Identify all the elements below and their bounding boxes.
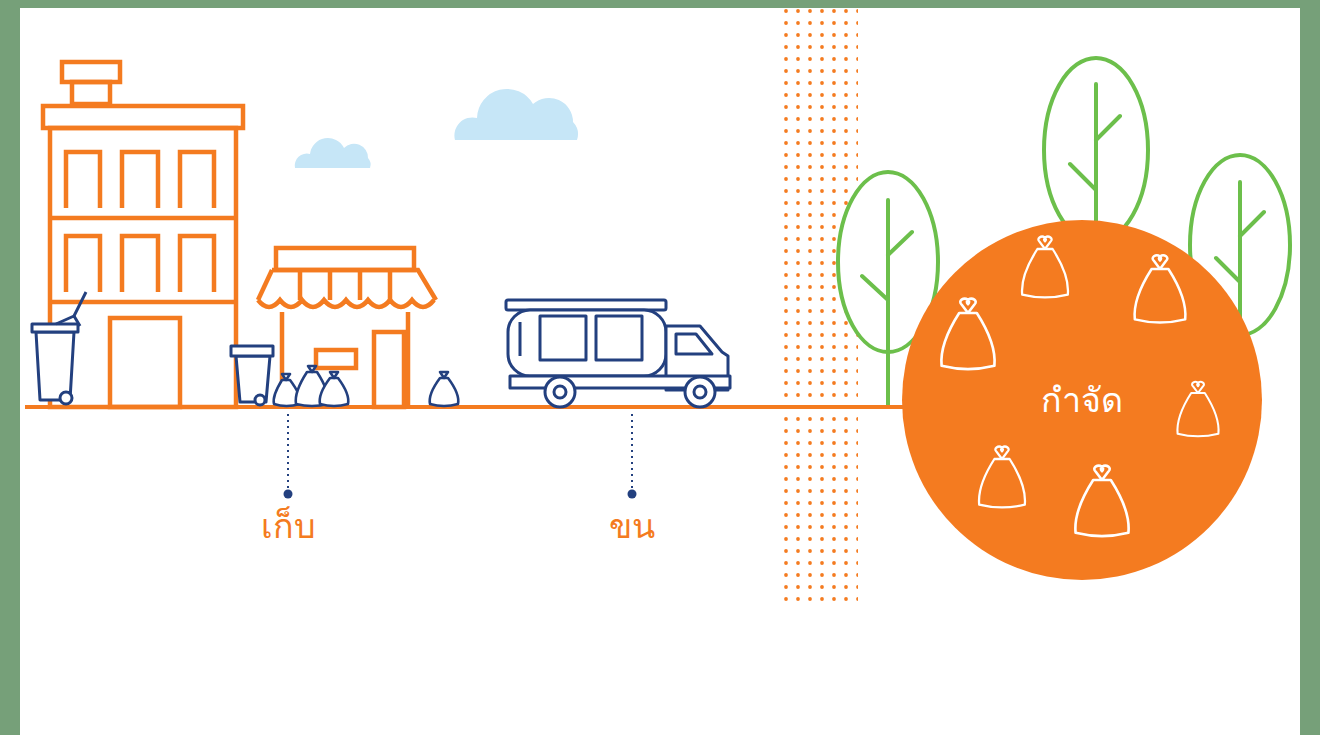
bag-knot (995, 447, 1008, 459)
bag-body (979, 459, 1025, 507)
garbage-truck (506, 300, 730, 407)
waste-bin (32, 292, 273, 405)
step-label: เก็บ (261, 506, 316, 547)
bag-knot (1192, 382, 1204, 393)
garbage-bag (274, 366, 459, 406)
garbage-bag (941, 299, 994, 369)
garbage-bag (1075, 466, 1128, 536)
garbage-bag (979, 447, 1025, 508)
step-label: ขน (609, 506, 655, 547)
bag-body (1177, 393, 1218, 436)
shop (258, 248, 436, 407)
cloud (295, 89, 578, 168)
node-text: กำจัด (1041, 380, 1123, 421)
bag-knot (960, 299, 975, 313)
bag-knot (1094, 466, 1109, 480)
circle-fill (902, 220, 1262, 580)
garbage-bag (1135, 255, 1186, 322)
bag-knot (1153, 255, 1168, 269)
leader-line (288, 414, 632, 490)
leader-dot (284, 490, 637, 499)
garbage-bag (1022, 237, 1068, 298)
bag-body (1135, 269, 1186, 323)
bag-body (1022, 249, 1068, 297)
bag-knot (1038, 237, 1051, 249)
disposal-circle: กำจัด (902, 220, 1262, 580)
bag-body (941, 313, 994, 369)
bag-body (1075, 480, 1128, 536)
garbage-bag (1177, 382, 1218, 436)
